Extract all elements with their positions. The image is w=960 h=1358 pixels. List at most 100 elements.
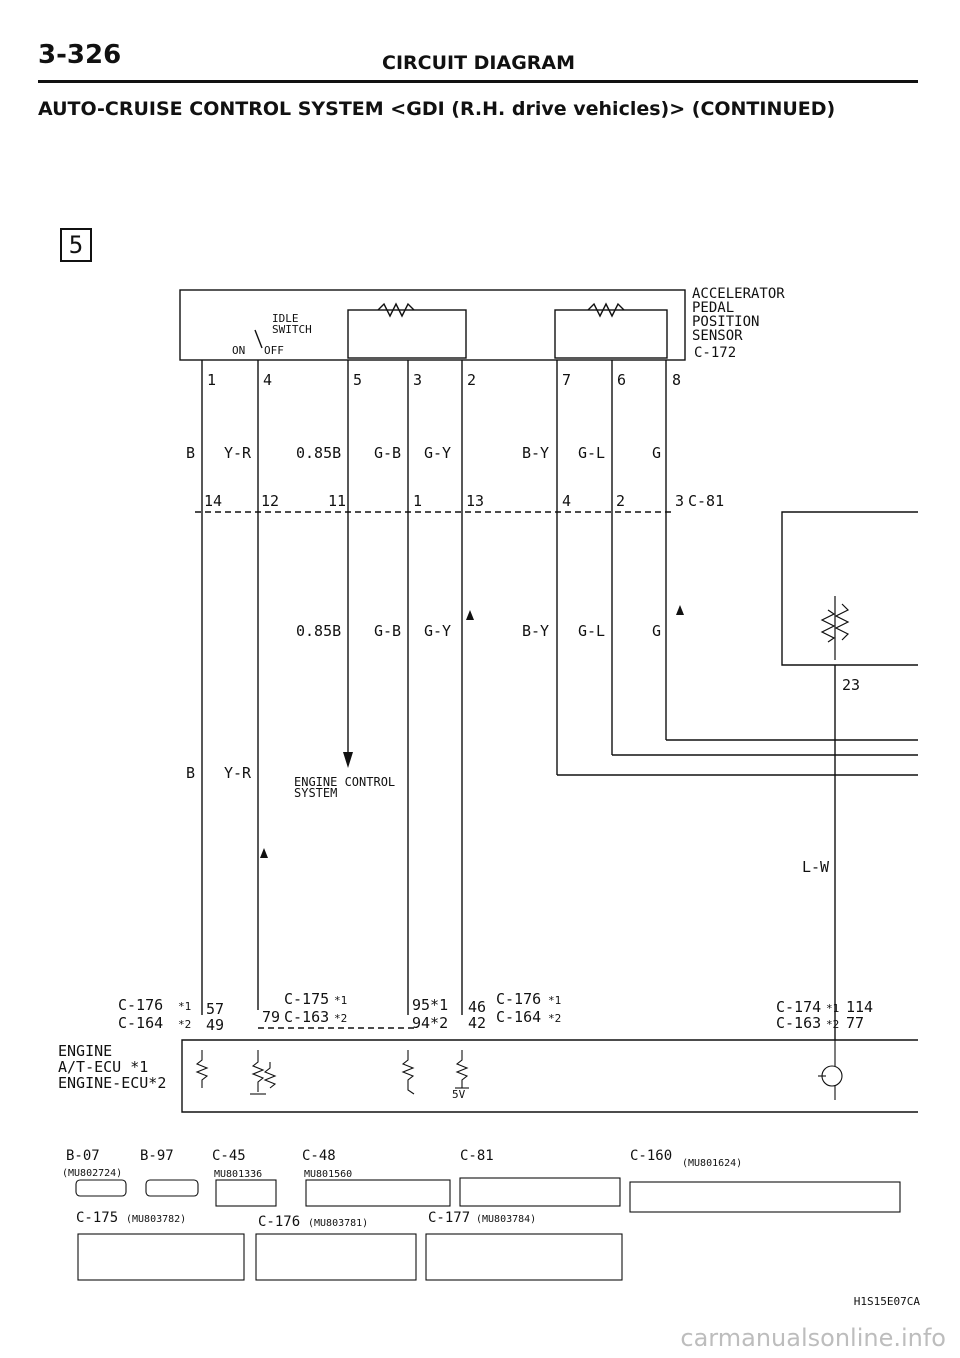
sensor-name-line4: SENSOR — [692, 328, 743, 344]
conn-c45-part: MU801336 — [214, 1169, 262, 1180]
ecu-conn-b1-note: *1 — [334, 994, 347, 1007]
idle-off-label: OFF — [264, 344, 284, 357]
engine-control-line1: ENGINE CONTROL — [294, 775, 395, 789]
ecu-label-line3: ENGINE-ECU*2 — [58, 1074, 166, 1092]
ecu-conn-d2: C-164 — [496, 1008, 541, 1026]
junction-pin-2: 2 — [616, 492, 625, 510]
drawing-code: H1S15E07CA — [853, 1295, 920, 1308]
conn-c160-part: (MU801624) — [682, 1158, 742, 1169]
conn-c45-label: C-45 — [212, 1148, 246, 1164]
conn-c176-part: (MU803781) — [308, 1218, 368, 1229]
section-number: 5 — [60, 228, 92, 262]
sensor-pin-8: 8 — [672, 371, 681, 389]
wire-color-g-y: G-Y — [424, 444, 451, 462]
conn-b07-part: (MU802724) — [62, 1168, 122, 1179]
ecu-conn-a1-note: *1 — [178, 1000, 191, 1013]
ecu-pin-114: 114 — [846, 998, 873, 1016]
conn-c81-label: C-81 — [460, 1148, 494, 1164]
ecu-conn-e1: C-174 — [776, 998, 821, 1016]
wire-color-mid-g-y: G-Y — [424, 622, 451, 640]
ecu-pin-77: 77 — [846, 1014, 864, 1032]
ecu-label-line2: A/T-ECU *1 — [58, 1058, 148, 1076]
junction-connector-label: C-81 — [688, 492, 724, 510]
junction-pin-4: 4 — [562, 492, 571, 510]
conn-c175-label: C-175 — [76, 1210, 118, 1226]
ecu-label-line1: ENGINE — [58, 1042, 112, 1060]
wire-color-mid-g-l: G-L — [578, 622, 605, 640]
sensor-pin-1: 1 — [207, 371, 216, 389]
sensor-housing — [179, 289, 686, 361]
ecu-pin-46: 46 — [468, 998, 486, 1016]
sensor-name-line2: PEDAL — [692, 300, 734, 316]
sensor-pin-4: 4 — [263, 371, 272, 389]
ecu-pin-94: 94*2 — [412, 1014, 448, 1032]
sensor-pin-3: 3 — [413, 371, 422, 389]
sensor-name-line3: POSITION — [692, 314, 759, 330]
ecu-conn-e2: C-163 — [776, 1014, 821, 1032]
connector-faces — [75, 1177, 901, 1281]
engine-control-line2: SYSTEM — [294, 786, 337, 800]
junction-pin-1: 1 — [413, 492, 422, 510]
ecu-pin-49: 49 — [206, 1016, 224, 1034]
idle-on-label: ON — [232, 344, 245, 357]
ecu-conn-d1: C-176 — [496, 990, 541, 1008]
junction-pin-11: 11 — [328, 492, 346, 510]
wire-color-mid-g: G — [652, 622, 661, 640]
five-volt-label: 5V — [452, 1088, 466, 1101]
ecu-pin-79: 79 — [262, 1008, 280, 1026]
wire-color-low-b: B — [186, 764, 195, 782]
wire-color-mid-g-b: G-B — [374, 622, 401, 640]
wire-color-b: B — [186, 444, 195, 462]
diagram-subtitle: AUTO-CRUISE CONTROL SYSTEM <GDI (R.H. dr… — [38, 98, 836, 120]
ecu-internal-symbols — [195, 1040, 843, 1100]
ecu-pin-42: 42 — [468, 1014, 486, 1032]
wire-color-085b: 0.85B — [296, 444, 341, 462]
wire-color-y-r: Y-R — [224, 444, 252, 462]
wire-color-low-y-r: Y-R — [224, 764, 252, 782]
right-wire-color: L-W — [802, 858, 830, 876]
sensor-pin-7: 7 — [562, 371, 571, 389]
page-title: CIRCUIT DIAGRAM — [382, 52, 576, 74]
sensor-connector-label: C-172 — [694, 345, 736, 361]
ecu-conn-a1: C-176 — [118, 996, 163, 1014]
sensor-pin-6: 6 — [617, 371, 626, 389]
ecu-conn-b1: C-175 — [284, 990, 329, 1008]
ecu-conn-b2-note: *2 — [334, 1012, 347, 1025]
conn-b97-label: B-97 — [140, 1148, 174, 1164]
wire-color-mid-b-y: B-Y — [522, 622, 549, 640]
watermark: carmanualsonline.info — [680, 1324, 946, 1352]
conn-c176-label: C-176 — [258, 1214, 300, 1230]
wire-color-g-l: G-L — [578, 444, 605, 462]
junction-pin-14: 14 — [204, 492, 222, 510]
right-pin-23: 23 — [842, 676, 860, 694]
conn-c160-label: C-160 — [630, 1148, 672, 1164]
ecu-pin-95: 95*1 — [412, 996, 448, 1014]
idle-switch-line2: SWITCH — [272, 323, 312, 336]
junction-pin-13: 13 — [466, 492, 484, 510]
ecu-conn-b2: C-163 — [284, 1008, 329, 1026]
sensor-pin-2: 2 — [467, 371, 476, 389]
ecu-conn-a2-note: *2 — [178, 1018, 191, 1031]
idle-switch-line1: IDLE — [272, 312, 299, 325]
ecu-conn-d1-note: *1 — [548, 994, 561, 1007]
conn-c177-part: (MU803784) — [476, 1214, 536, 1225]
sensor-pin-5: 5 — [353, 371, 362, 389]
conn-b07-label: B-07 — [66, 1148, 100, 1164]
conn-c177-label: C-177 — [428, 1210, 470, 1226]
ecu-conn-e1-note: *1 — [826, 1002, 839, 1015]
ecu-conn-e2-note: *2 — [826, 1018, 839, 1031]
conn-c48-label: C-48 — [302, 1148, 336, 1164]
right-resistor-symbol — [820, 596, 850, 660]
wire-color-b-y: B-Y — [522, 444, 549, 462]
conn-c175-part: (MU803782) — [126, 1214, 186, 1225]
header-rule — [38, 80, 918, 83]
wire-color-mid-085b: 0.85B — [296, 622, 341, 640]
ecu-conn-a2: C-164 — [118, 1014, 163, 1032]
ecu-conn-d2-note: *2 — [548, 1012, 561, 1025]
junction-pin-12: 12 — [261, 492, 279, 510]
page-number: 3-326 — [38, 40, 122, 70]
junction-pin-3: 3 — [675, 492, 684, 510]
wire-color-g-b: G-B — [374, 444, 401, 462]
sensor-name-line1: ACCELERATOR — [692, 286, 785, 302]
